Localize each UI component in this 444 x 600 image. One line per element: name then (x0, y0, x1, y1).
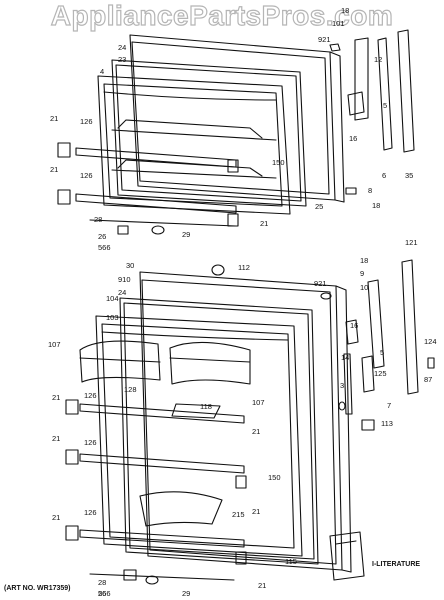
upper-callout-16: 16 (349, 134, 357, 143)
lower-callout-26: 26 (98, 589, 106, 598)
lower-callout-10: 10 (360, 283, 368, 292)
lower-callout-21: 21 (252, 427, 260, 436)
upper-callout-5: 5 (383, 101, 387, 110)
lower-callout-28: 28 (98, 578, 106, 587)
freezer-hinge-parts (329, 29, 415, 153)
fresh-food-hinge-parts (338, 259, 435, 431)
lower-callout-128: 128 (124, 385, 137, 394)
lower-callout-112: 112 (238, 263, 250, 272)
freezer-shelf-end-caps (57, 142, 71, 205)
fresh-food-shelf-bars (79, 403, 245, 581)
upper-callout-29: 29 (182, 230, 190, 239)
dairy-bin (139, 491, 223, 527)
lower-callout-87: 87 (424, 375, 432, 384)
butter-compartments (79, 340, 251, 385)
upper-callout-21: 21 (50, 114, 58, 123)
lower-callout-30: 30 (126, 261, 134, 270)
fresh-food-door-outer (139, 271, 352, 573)
lower-callout-29: 29 (182, 589, 190, 598)
upper-callout-21: 21 (50, 165, 58, 174)
lower-callout-16: 16 (350, 321, 358, 330)
upper-callout-24: 24 (118, 43, 126, 52)
upper-callout-921: 921 (318, 35, 331, 44)
upper-callout-150: 150 (272, 158, 285, 167)
lower-callout-104: 104 (106, 294, 119, 303)
watermark: AppliancePartsPros.com (50, 0, 394, 32)
lower-callout-126: 126 (84, 508, 97, 517)
upper-callout-101: 101 (332, 19, 345, 28)
lower-callout-107: 107 (252, 398, 265, 407)
lower-callout-21: 21 (52, 393, 60, 402)
upper-callout-126: 126 (80, 171, 93, 180)
lower-callout-21: 21 (52, 513, 60, 522)
upper-callout-126: 126 (80, 117, 93, 126)
upper-callout-6: 6 (382, 171, 386, 180)
upper-callout-26: 26 (98, 232, 106, 241)
lower-callout-566: 566 (98, 589, 111, 598)
egg-tray (171, 403, 221, 419)
lower-callout-215: 215 (232, 510, 245, 519)
lower-callout-910: 910 (118, 275, 131, 284)
lower-callout-124: 124 (424, 337, 437, 346)
lower-callout-14: 14 (341, 353, 349, 362)
lower-callout-115: 115 (285, 557, 297, 566)
lower-callout-125: 125 (374, 369, 387, 378)
upper-callout-18: 18 (372, 201, 380, 210)
lower-callout-921: 921 (314, 279, 327, 288)
literature-booklet (329, 531, 365, 581)
lower-callout-150: 150 (268, 473, 281, 482)
lower-callout-18: 18 (360, 256, 368, 265)
upper-callout-12: 12 (374, 55, 382, 64)
lower-callout-113: 113 (381, 419, 393, 428)
art-number: (ART NO. WR17359) (4, 585, 71, 592)
fresh-food-door-liner (95, 315, 303, 557)
lower-callout-9: 9 (360, 269, 364, 278)
literature-label: I-LITERATURE (372, 561, 420, 568)
upper-callout-21: 21 (260, 219, 268, 228)
freezer-shelf-bars (75, 147, 239, 227)
lower-callout-24: 24 (118, 288, 126, 297)
upper-callout-25: 25 (315, 202, 323, 211)
lower-callout-103: 103 (106, 313, 119, 322)
freezer-door-gasket (111, 59, 307, 207)
lower-callout-7: 7 (387, 401, 391, 410)
upper-callout-35: 35 (405, 171, 413, 180)
lower-callout-21: 21 (52, 434, 60, 443)
freezer-door-liner (97, 75, 291, 215)
lower-callout-3: 3 (340, 381, 344, 390)
upper-callout-23: 23 (118, 55, 126, 64)
fresh-food-small-parts (123, 264, 332, 585)
lower-callout-107: 107 (48, 340, 61, 349)
lower-callout-121: 121 (405, 238, 418, 247)
upper-callout-28: 28 (94, 215, 102, 224)
lower-callout-126: 126 (84, 391, 97, 400)
lower-callout-5: 5 (380, 348, 384, 357)
lower-callout-126: 126 (84, 438, 97, 447)
upper-callout-8: 8 (368, 186, 372, 195)
freezer-door-outer (129, 34, 345, 203)
upper-callout-566: 566 (98, 243, 111, 252)
lower-callout-21: 21 (258, 581, 266, 590)
upper-callout-4: 4 (100, 67, 104, 76)
freezer-small-parts (117, 187, 357, 235)
fresh-food-door-gasket (119, 297, 319, 565)
lower-callout-21: 21 (252, 507, 260, 516)
fresh-food-shelf-end-caps (65, 399, 247, 565)
upper-callout-18: 18 (341, 6, 349, 15)
lower-callout-118: 118 (200, 402, 212, 411)
